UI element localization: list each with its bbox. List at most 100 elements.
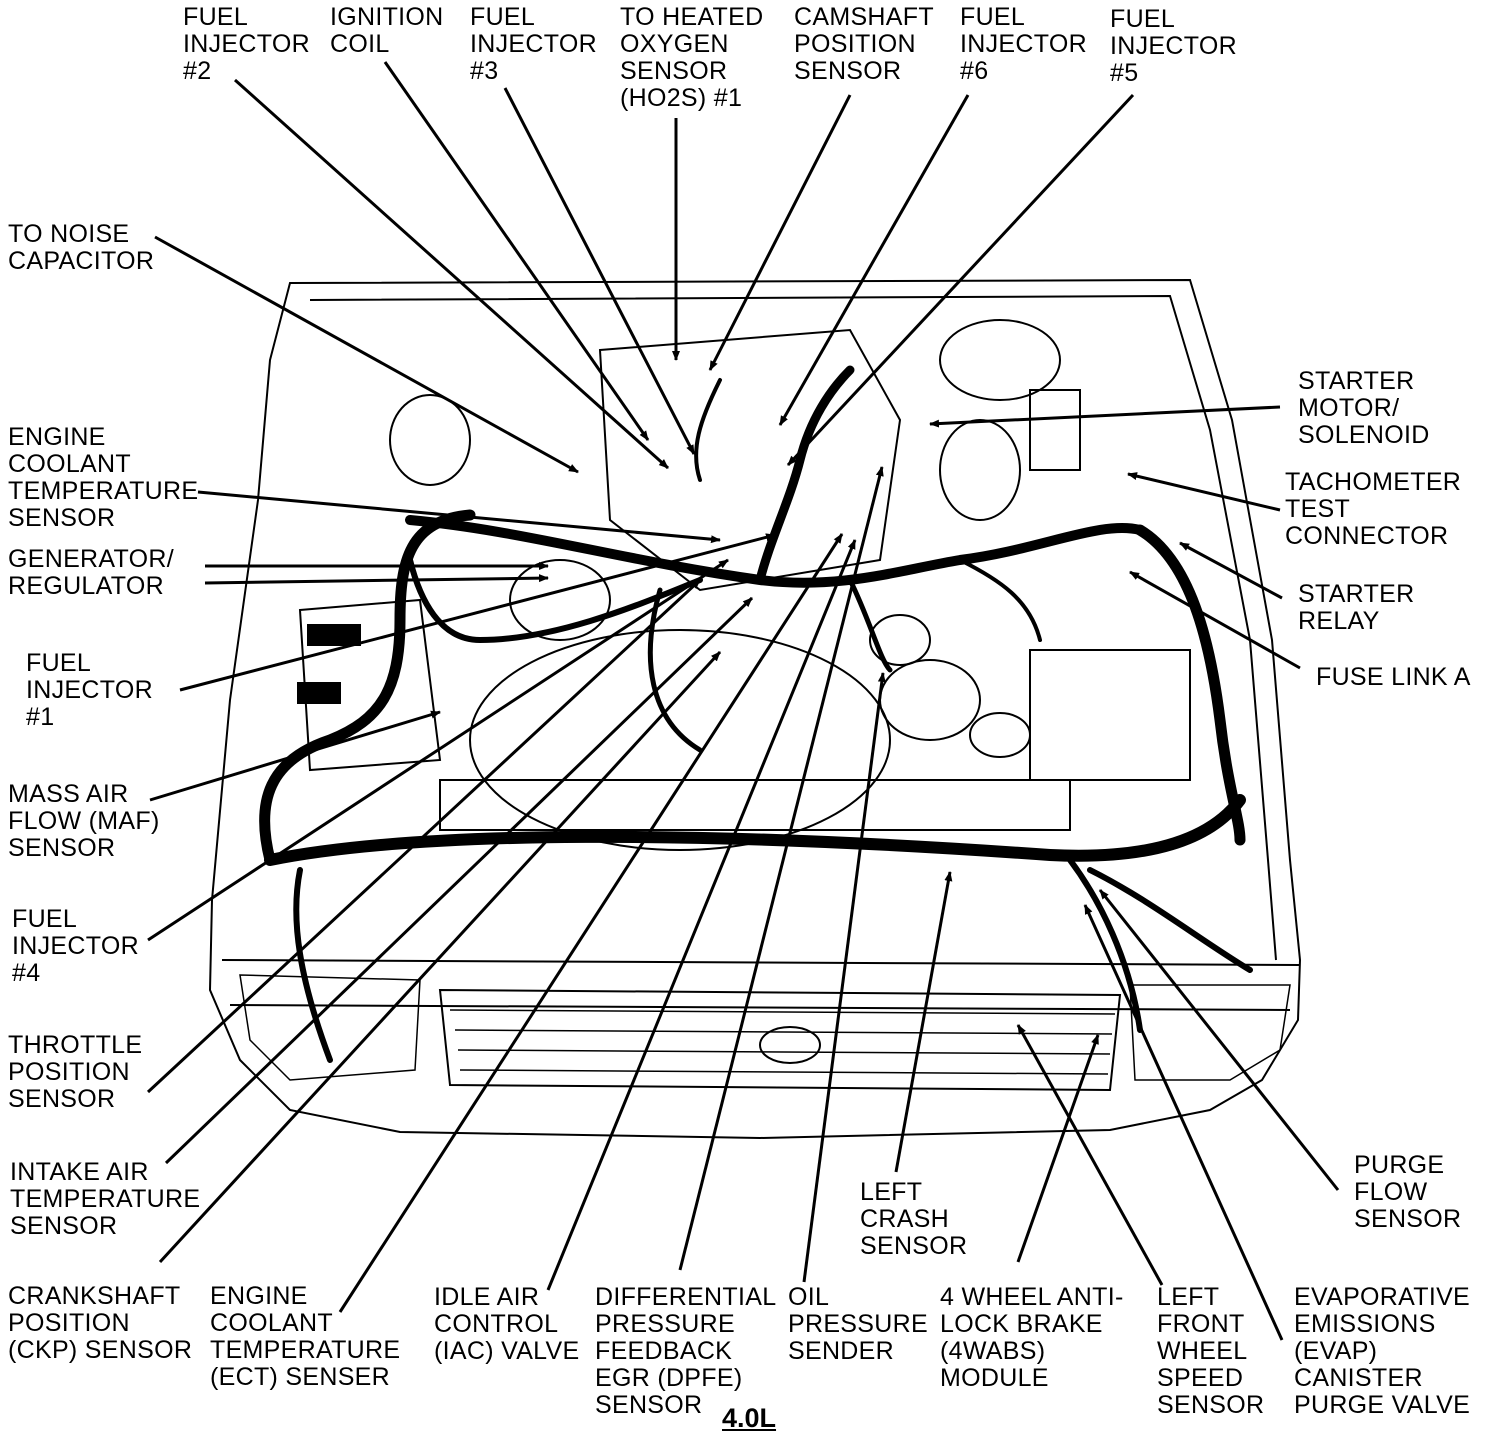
leader-ect-sensor-left [197,490,721,544]
headlight-right [1129,984,1291,1081]
harness-branch-g [694,378,722,482]
bumper-line-1 [221,959,1301,966]
leader-fuel-injector-4 [147,558,729,942]
harness-top-run [405,515,1145,588]
leader-left-crash-sensor [894,871,953,1173]
grille-outer [438,988,1122,1092]
leader-fuel-injector-2 [233,78,670,470]
air-cleaner [298,598,442,772]
leader-purge-flow-sensor [1098,889,1340,1191]
leader-camshaft-position-sensor [708,94,852,371]
leader-generator-2 [204,574,549,585]
harness-branch-h [958,558,1042,642]
reservoir [939,319,1061,401]
bumper-line-2 [229,1004,1291,1011]
leader-noise-capacitor [154,235,579,474]
leader-throttle-position-sensor [146,578,702,1094]
harness-branch-e [647,587,703,753]
brake-booster [939,419,1021,521]
leader-tachometer-test-connector [1127,472,1281,512]
leader-ect-senser-bottom [338,533,844,1313]
leader-evap-canister-purge-valve [1083,904,1284,1341]
leader-left-front-wheel-speed-sensor [1016,1024,1164,1286]
grille-bar-2 [454,1029,1113,1035]
label-fuse-link-a: FUSE LINK A [1316,663,1471,691]
engine-caption: 4.0L [722,1403,777,1433]
fuse-box [1029,389,1081,471]
vehicle-outline [208,278,1302,1140]
leader-intake-air-temp-sensor [164,596,754,1165]
harness-front-loop [264,794,1246,866]
harness-center [755,365,855,585]
harness-branch-c [1087,867,1253,973]
headlight-left [239,974,421,1081]
ecm-block-1 [307,624,361,646]
wiring-harness [259,365,1253,1063]
grille-bar-1 [449,1009,1116,1015]
battery-cap [389,394,471,486]
pulley-small [869,614,931,666]
intake-plenum [598,328,902,592]
leader-fuel-injector-1 [179,533,776,692]
leader-maf-sensor [149,710,441,802]
leader-oil-pressure-sender [802,672,886,1283]
leader-lines [146,61,1340,1341]
pulley-main [879,659,981,741]
leader-ignition-coil [383,61,650,441]
leader-iac-valve [546,539,857,1291]
harness-left-side [259,509,476,866]
harness-branch-a [407,557,703,644]
fan-shroud [469,629,891,851]
generator [509,559,611,641]
leader-fuel-injector-5 [786,93,1135,467]
emblem [759,1026,821,1064]
label-generator-regulator: GENERATOR/REGULATOR [8,545,174,600]
leader-dpfe-sensor [678,466,884,1271]
label-4wabs-module: 4 WHEEL ANTI-LOCK BRAKE(4WABS)MODULE [940,1283,1124,1392]
grille-bar-4 [459,1069,1109,1075]
battery [1029,649,1191,781]
hood-outline [208,278,1302,1140]
harness-branch-f [847,577,893,673]
leader-fuel-injector-6 [778,94,970,426]
leader-starter-relay [1179,541,1283,600]
leader-fuel-injector-3 [503,87,696,455]
leader-fuse-link-a [1129,570,1301,670]
harness-branch-d [293,867,333,1063]
radiator [439,779,1071,831]
harness-right-side [1134,524,1246,846]
grille-bar-3 [457,1049,1111,1055]
harness-branch-b [1067,857,1143,1033]
coolant-tank [969,712,1031,758]
leader-4wabs-module [1016,1034,1100,1263]
ecm-block-2 [297,682,341,704]
leader-ckp-sensor [158,650,722,1264]
